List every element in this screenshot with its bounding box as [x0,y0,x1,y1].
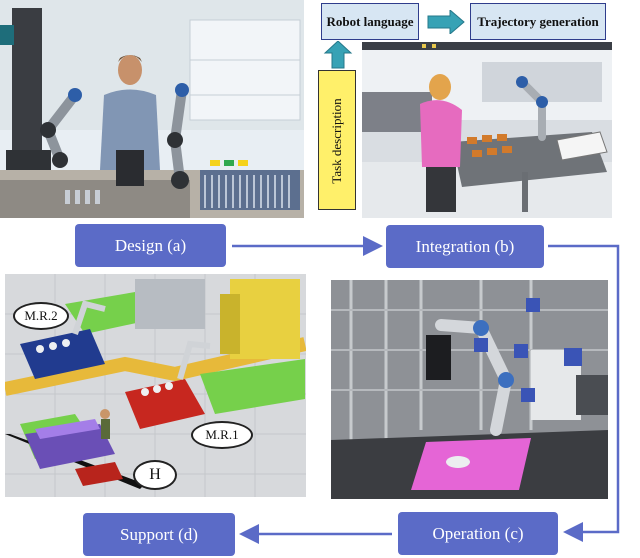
panel-support-image: M.R.2 M.R.1 H [5,274,306,497]
panel-operation-image [331,280,608,499]
mr2-text: M.R.2 [24,308,57,324]
human-label: H [133,460,177,490]
mr1-label: M.R.1 [191,421,253,449]
human-text: H [149,466,161,484]
mr2-label: M.R.2 [13,302,69,330]
mr1-text: M.R.1 [205,427,238,443]
